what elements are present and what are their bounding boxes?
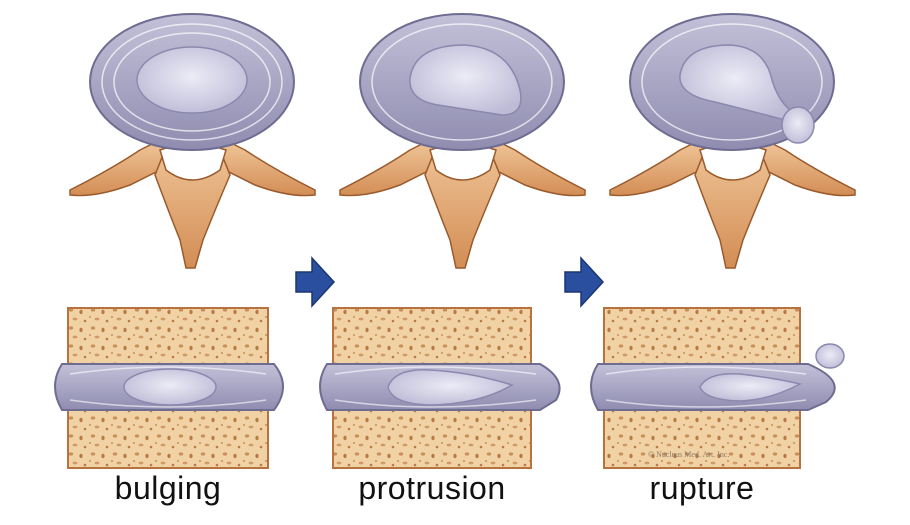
section-bottom-bulging xyxy=(54,307,284,469)
stage-label-rupture: rupture xyxy=(649,470,755,506)
section-bottom-protrusion xyxy=(319,307,561,469)
vertebra-top-rupture xyxy=(609,13,856,269)
stage-label-protrusion: protrusion xyxy=(358,470,506,506)
arrow-right-icon xyxy=(564,256,605,308)
section-bottom-rupture xyxy=(590,307,845,469)
vertebra-top-bulging xyxy=(69,13,316,269)
vertebra-top-protrusion xyxy=(339,13,586,269)
copyright-credit: © Nucleus Med. Art. Inc. xyxy=(648,450,730,459)
arrow-right-icon xyxy=(295,256,336,308)
stage-label-bulging: bulging xyxy=(114,470,222,506)
